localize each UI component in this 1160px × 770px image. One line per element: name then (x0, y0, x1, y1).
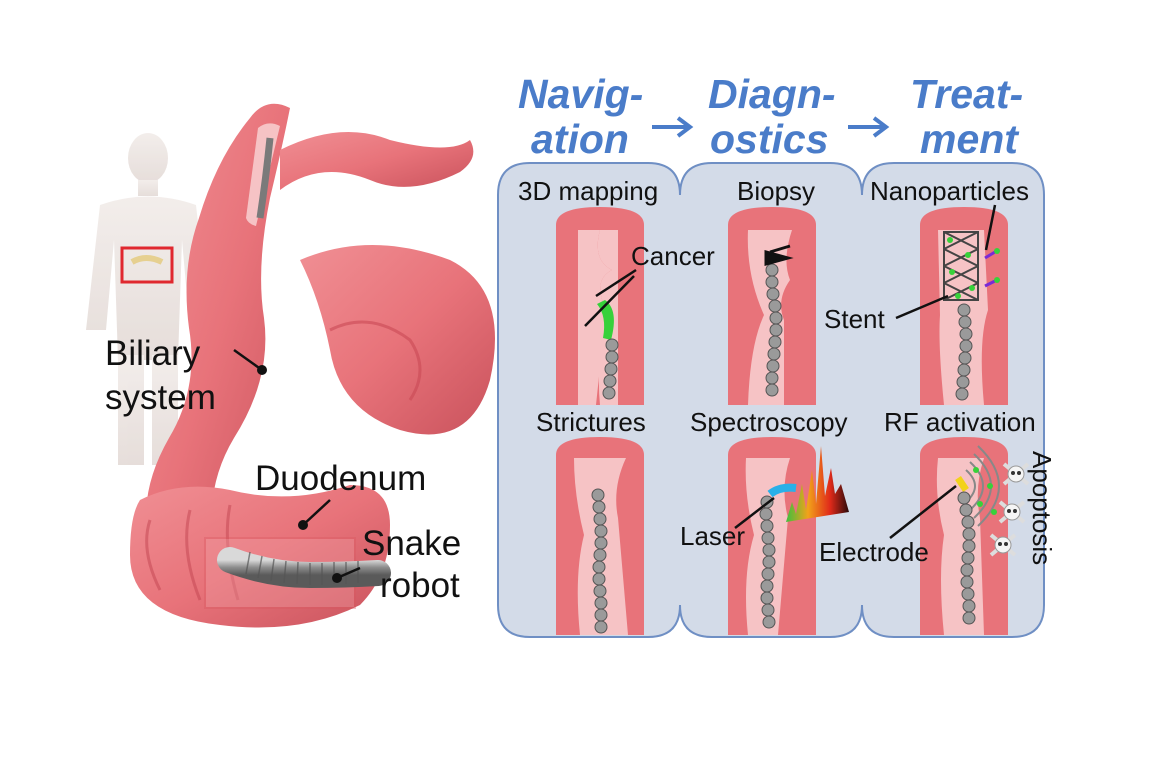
organ-highlight-box (120, 246, 174, 284)
stage-navigation-line2: ation (531, 116, 629, 162)
skull-crossbones-icon (989, 533, 1017, 557)
skull-crossbones-icon (1002, 462, 1030, 486)
panel-label-rf-activation: RF activation (884, 407, 1036, 437)
label-duodenum: Duodenum (255, 459, 426, 498)
leader-biliary (233, 348, 263, 372)
duct-nanoparticles (920, 207, 1008, 405)
stent-mesh (943, 231, 979, 301)
label-robot-line1: Snake (362, 524, 461, 563)
annotation-cancer: Cancer (631, 241, 715, 271)
duct-strictures (556, 437, 644, 635)
leader-nanoparticles (984, 204, 997, 251)
leader-cancer-2 (584, 275, 635, 327)
human-body-icon (86, 133, 210, 465)
annotation-laser: Laser (680, 521, 745, 551)
annotation-apoptosis: Apoptosis (1027, 451, 1057, 565)
annotation-stent: Stent (824, 304, 885, 334)
leader-cancer-1 (595, 268, 637, 298)
stage-treatment-line1: Treat- (910, 71, 1023, 117)
panel-label-spectroscopy: Spectroscopy (690, 407, 848, 437)
leader-stent (895, 294, 949, 320)
leader-duodenum (302, 499, 331, 526)
panel-label-biopsy: Biopsy (737, 176, 815, 206)
stage-diagnostics-line2: ostics (710, 116, 829, 162)
panel-label-strictures: Strictures (536, 407, 646, 437)
stage-diagnostics-line1: Diagn- (708, 71, 836, 117)
leader-electrode (889, 485, 957, 539)
leader-laser (734, 497, 775, 529)
duct-spectroscopy (728, 437, 849, 635)
duct-rf-activation (920, 437, 1008, 635)
arrow-right-icon (848, 116, 890, 138)
duct-biopsy (728, 207, 816, 405)
panel-label-3d-mapping: 3D mapping (518, 176, 658, 206)
label-robot-line2: robot (380, 566, 460, 605)
marker-biliary (257, 365, 267, 375)
marker-robot (332, 573, 342, 583)
annotation-electrode: Electrode (819, 537, 929, 567)
marker-duodenum (298, 520, 308, 530)
stage-navigation-line1: Navig- (518, 71, 643, 117)
spectrum-graphic (786, 446, 849, 522)
label-biliary-line2: system (105, 378, 216, 417)
biliary-system-illustration (130, 103, 495, 628)
skull-crossbones-icon (998, 500, 1026, 524)
label-biliary-line1: Biliary (105, 334, 201, 373)
duct-3d-mapping (556, 207, 644, 405)
snake-robot (217, 547, 391, 589)
panel-label-nanoparticles: Nanoparticles (870, 176, 1029, 206)
arrow-right-icon (652, 116, 694, 138)
stage-treatment-line2: ment (920, 116, 1020, 162)
